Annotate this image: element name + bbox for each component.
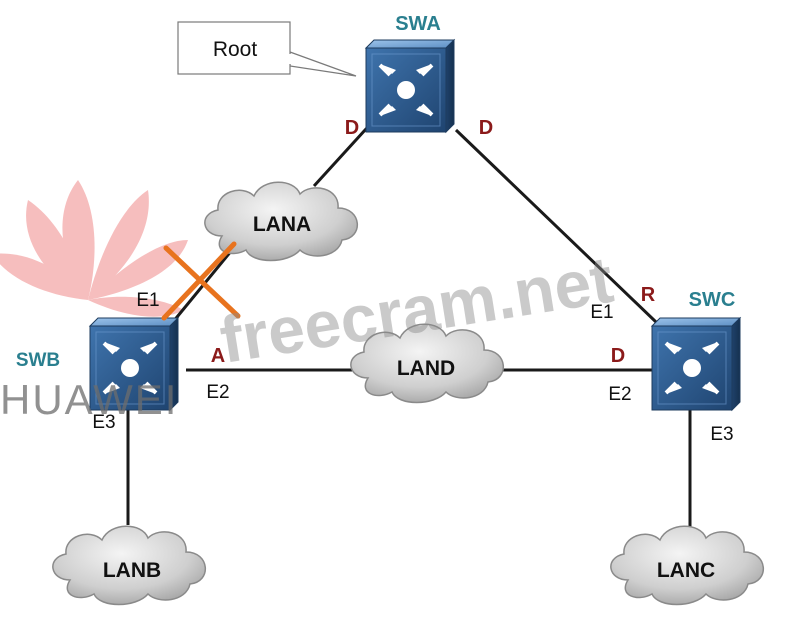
switch-swb-label: SWB [16, 350, 60, 371]
root-callout: Root [177, 21, 357, 77]
cloud-lana-label: LANA [253, 213, 311, 236]
huawei-watermark-text: HUAWEI [0, 376, 178, 423]
cloud-lana: LANA [204, 181, 359, 262]
port-role-swc-e1: R [641, 284, 656, 306]
layer3-switch-icon [651, 317, 741, 411]
switch-swa [365, 39, 455, 133]
cloud-lanc-label: LANC [657, 559, 715, 582]
cloud-lanc: LANC [610, 525, 765, 606]
link-lana-swb [166, 249, 234, 329]
port-swc-e3: E3 [710, 424, 733, 445]
cloud-land-label: LAND [397, 357, 455, 380]
root-callout-text: Root [213, 38, 258, 61]
port-swc-e1: E1 [590, 302, 613, 323]
cloud-lanb: LANB [52, 525, 207, 606]
port-role-swa-left: D [345, 117, 359, 139]
port-swb-e2: E2 [206, 382, 229, 403]
switch-swa-label: SWA [395, 13, 441, 35]
port-swc-e2: E2 [608, 384, 631, 405]
blocked-port-cross-icon [161, 241, 241, 321]
link-swa-swc [454, 128, 658, 324]
network-links [126, 116, 692, 530]
cloud-land: LAND [350, 323, 505, 404]
port-role-swa-right: D [479, 117, 493, 139]
cloud-lanb-label: LANB [103, 559, 161, 582]
port-swb-e1: E1 [136, 290, 159, 311]
port-swb-e3: E3 [92, 412, 115, 433]
port-role-swc-e2: D [611, 345, 625, 367]
huawei-logo-watermark [0, 180, 188, 317]
switch-swc-label: SWC [689, 289, 736, 311]
port-role-swb-e2: A [211, 345, 225, 367]
layer3-switch-icon [365, 39, 455, 133]
switch-swc [651, 317, 741, 411]
